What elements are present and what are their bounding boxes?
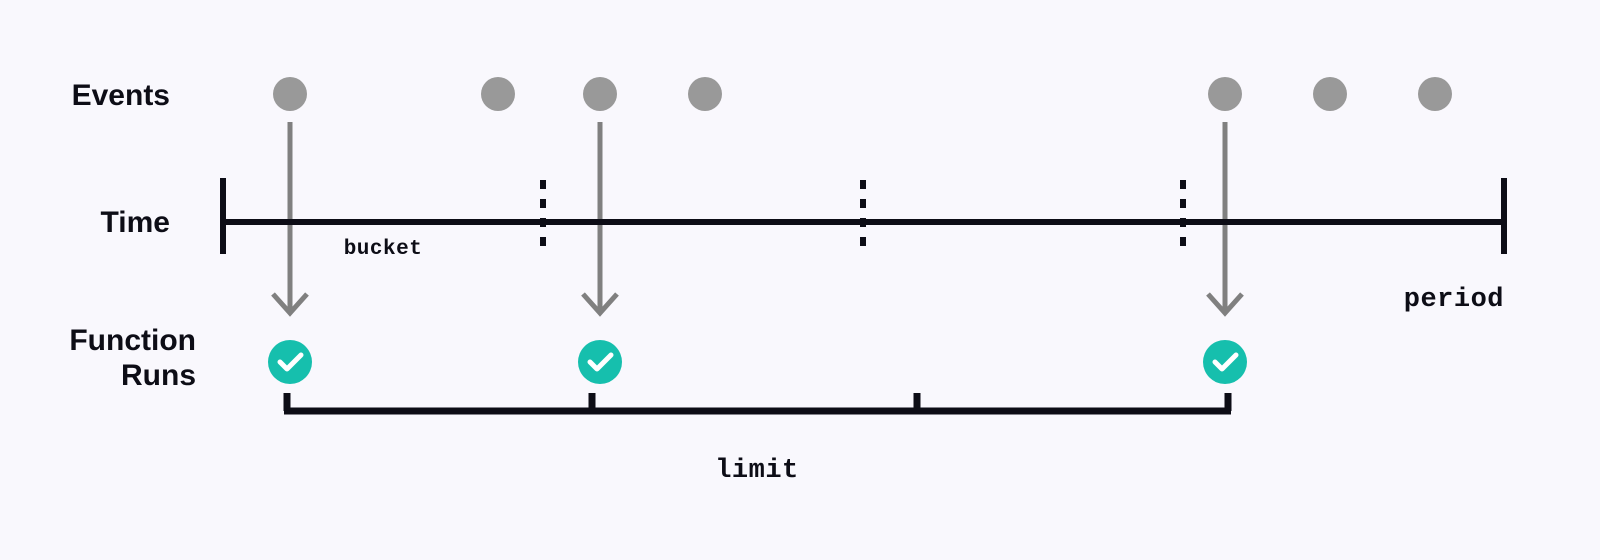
function-run-row (268, 340, 1247, 384)
row-label-time: Time (101, 206, 170, 239)
event-dot-2[interactable] (481, 77, 515, 111)
limit-label: limit (715, 456, 799, 486)
row-label-events: Events (72, 79, 170, 112)
event-dot-3[interactable] (583, 77, 617, 111)
event-dot-1[interactable] (273, 77, 307, 111)
event-dot-4[interactable] (688, 77, 722, 111)
connector-arrow-1 (271, 122, 309, 317)
limit-bracket (283, 393, 1232, 415)
event-dot-7[interactable] (1418, 77, 1452, 111)
row-label-function-runs-line1: Function (69, 324, 196, 357)
function-run-3[interactable] (1203, 340, 1247, 384)
event-to-run-connectors (271, 122, 1244, 317)
function-run-2[interactable] (578, 340, 622, 384)
row-label-function-runs-line2: Runs (121, 359, 196, 392)
event-dots-row (273, 77, 1452, 111)
run-circle-3[interactable] (1203, 340, 1247, 384)
connector-arrow-2 (581, 122, 619, 317)
check-icon-1 (277, 352, 304, 372)
event-dot-5[interactable] (1208, 77, 1242, 111)
check-icon-3 (1212, 352, 1239, 372)
connector-arrow-3 (1206, 122, 1244, 317)
period-label: period (1404, 285, 1504, 315)
bucket-label: bucket (344, 238, 423, 261)
time-axis (220, 178, 1507, 254)
check-icon-2 (587, 352, 614, 372)
function-run-1[interactable] (268, 340, 312, 384)
run-circle-2[interactable] (578, 340, 622, 384)
event-dot-6[interactable] (1313, 77, 1347, 111)
run-circle-1[interactable] (268, 340, 312, 384)
